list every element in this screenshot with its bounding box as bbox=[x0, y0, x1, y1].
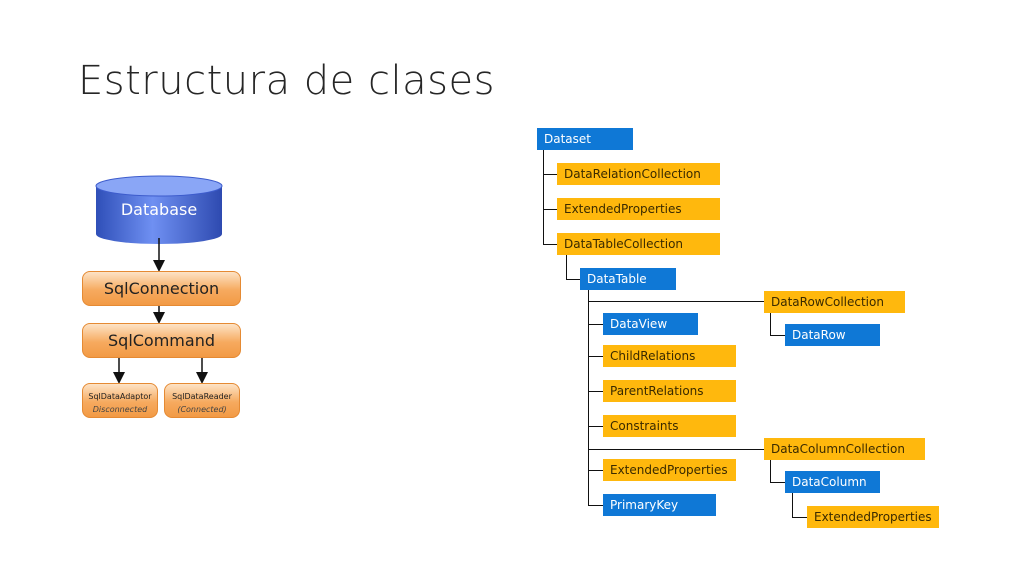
node-extendedproperties-table: ExtendedProperties bbox=[603, 459, 736, 481]
node-datarelationcollection: DataRelationCollection bbox=[557, 163, 720, 185]
sqldataadaptor-label: SqlDataAdaptor bbox=[88, 392, 152, 401]
sqldatareader-subtitle: (Connected) bbox=[177, 405, 227, 414]
flow-connectors bbox=[95, 175, 223, 384]
node-primarykey: PrimaryKey bbox=[603, 494, 716, 516]
ado-flow-diagram: Database SqlConnection SqlCommand SqlDat… bbox=[0, 0, 300, 576]
node-constraints: Constraints bbox=[603, 415, 736, 437]
node-datacolumn: DataColumn bbox=[785, 471, 880, 493]
node-datacolumncollection: DataColumnCollection bbox=[764, 438, 925, 460]
node-dataset: Dataset bbox=[537, 128, 633, 150]
sqlcommand-box: SqlCommand bbox=[82, 323, 241, 358]
sqlconnection-box: SqlConnection bbox=[82, 271, 241, 306]
sqldatareader-box: SqlDataReader (Connected) bbox=[164, 383, 240, 418]
sqldatareader-label: SqlDataReader bbox=[172, 392, 232, 401]
node-datarow: DataRow bbox=[785, 324, 880, 346]
node-datatablecollection: DataTableCollection bbox=[557, 233, 720, 255]
node-parentrelations: ParentRelations bbox=[603, 380, 736, 402]
sqldataadaptor-box: SqlDataAdaptor Disconnected bbox=[82, 383, 158, 418]
slide-title: Estructura de clases bbox=[78, 58, 495, 104]
node-extendedproperties-column: ExtendedProperties bbox=[807, 506, 939, 528]
sqldataadaptor-subtitle: Disconnected bbox=[92, 405, 148, 414]
database-label: Database bbox=[120, 200, 198, 219]
node-dataview: DataView bbox=[603, 313, 698, 335]
node-datarowcollection: DataRowCollection bbox=[764, 291, 905, 313]
database-icon bbox=[95, 175, 223, 244]
node-extendedproperties: ExtendedProperties bbox=[557, 198, 720, 220]
node-childrelations: ChildRelations bbox=[603, 345, 736, 367]
node-datatable: DataTable bbox=[580, 268, 676, 290]
